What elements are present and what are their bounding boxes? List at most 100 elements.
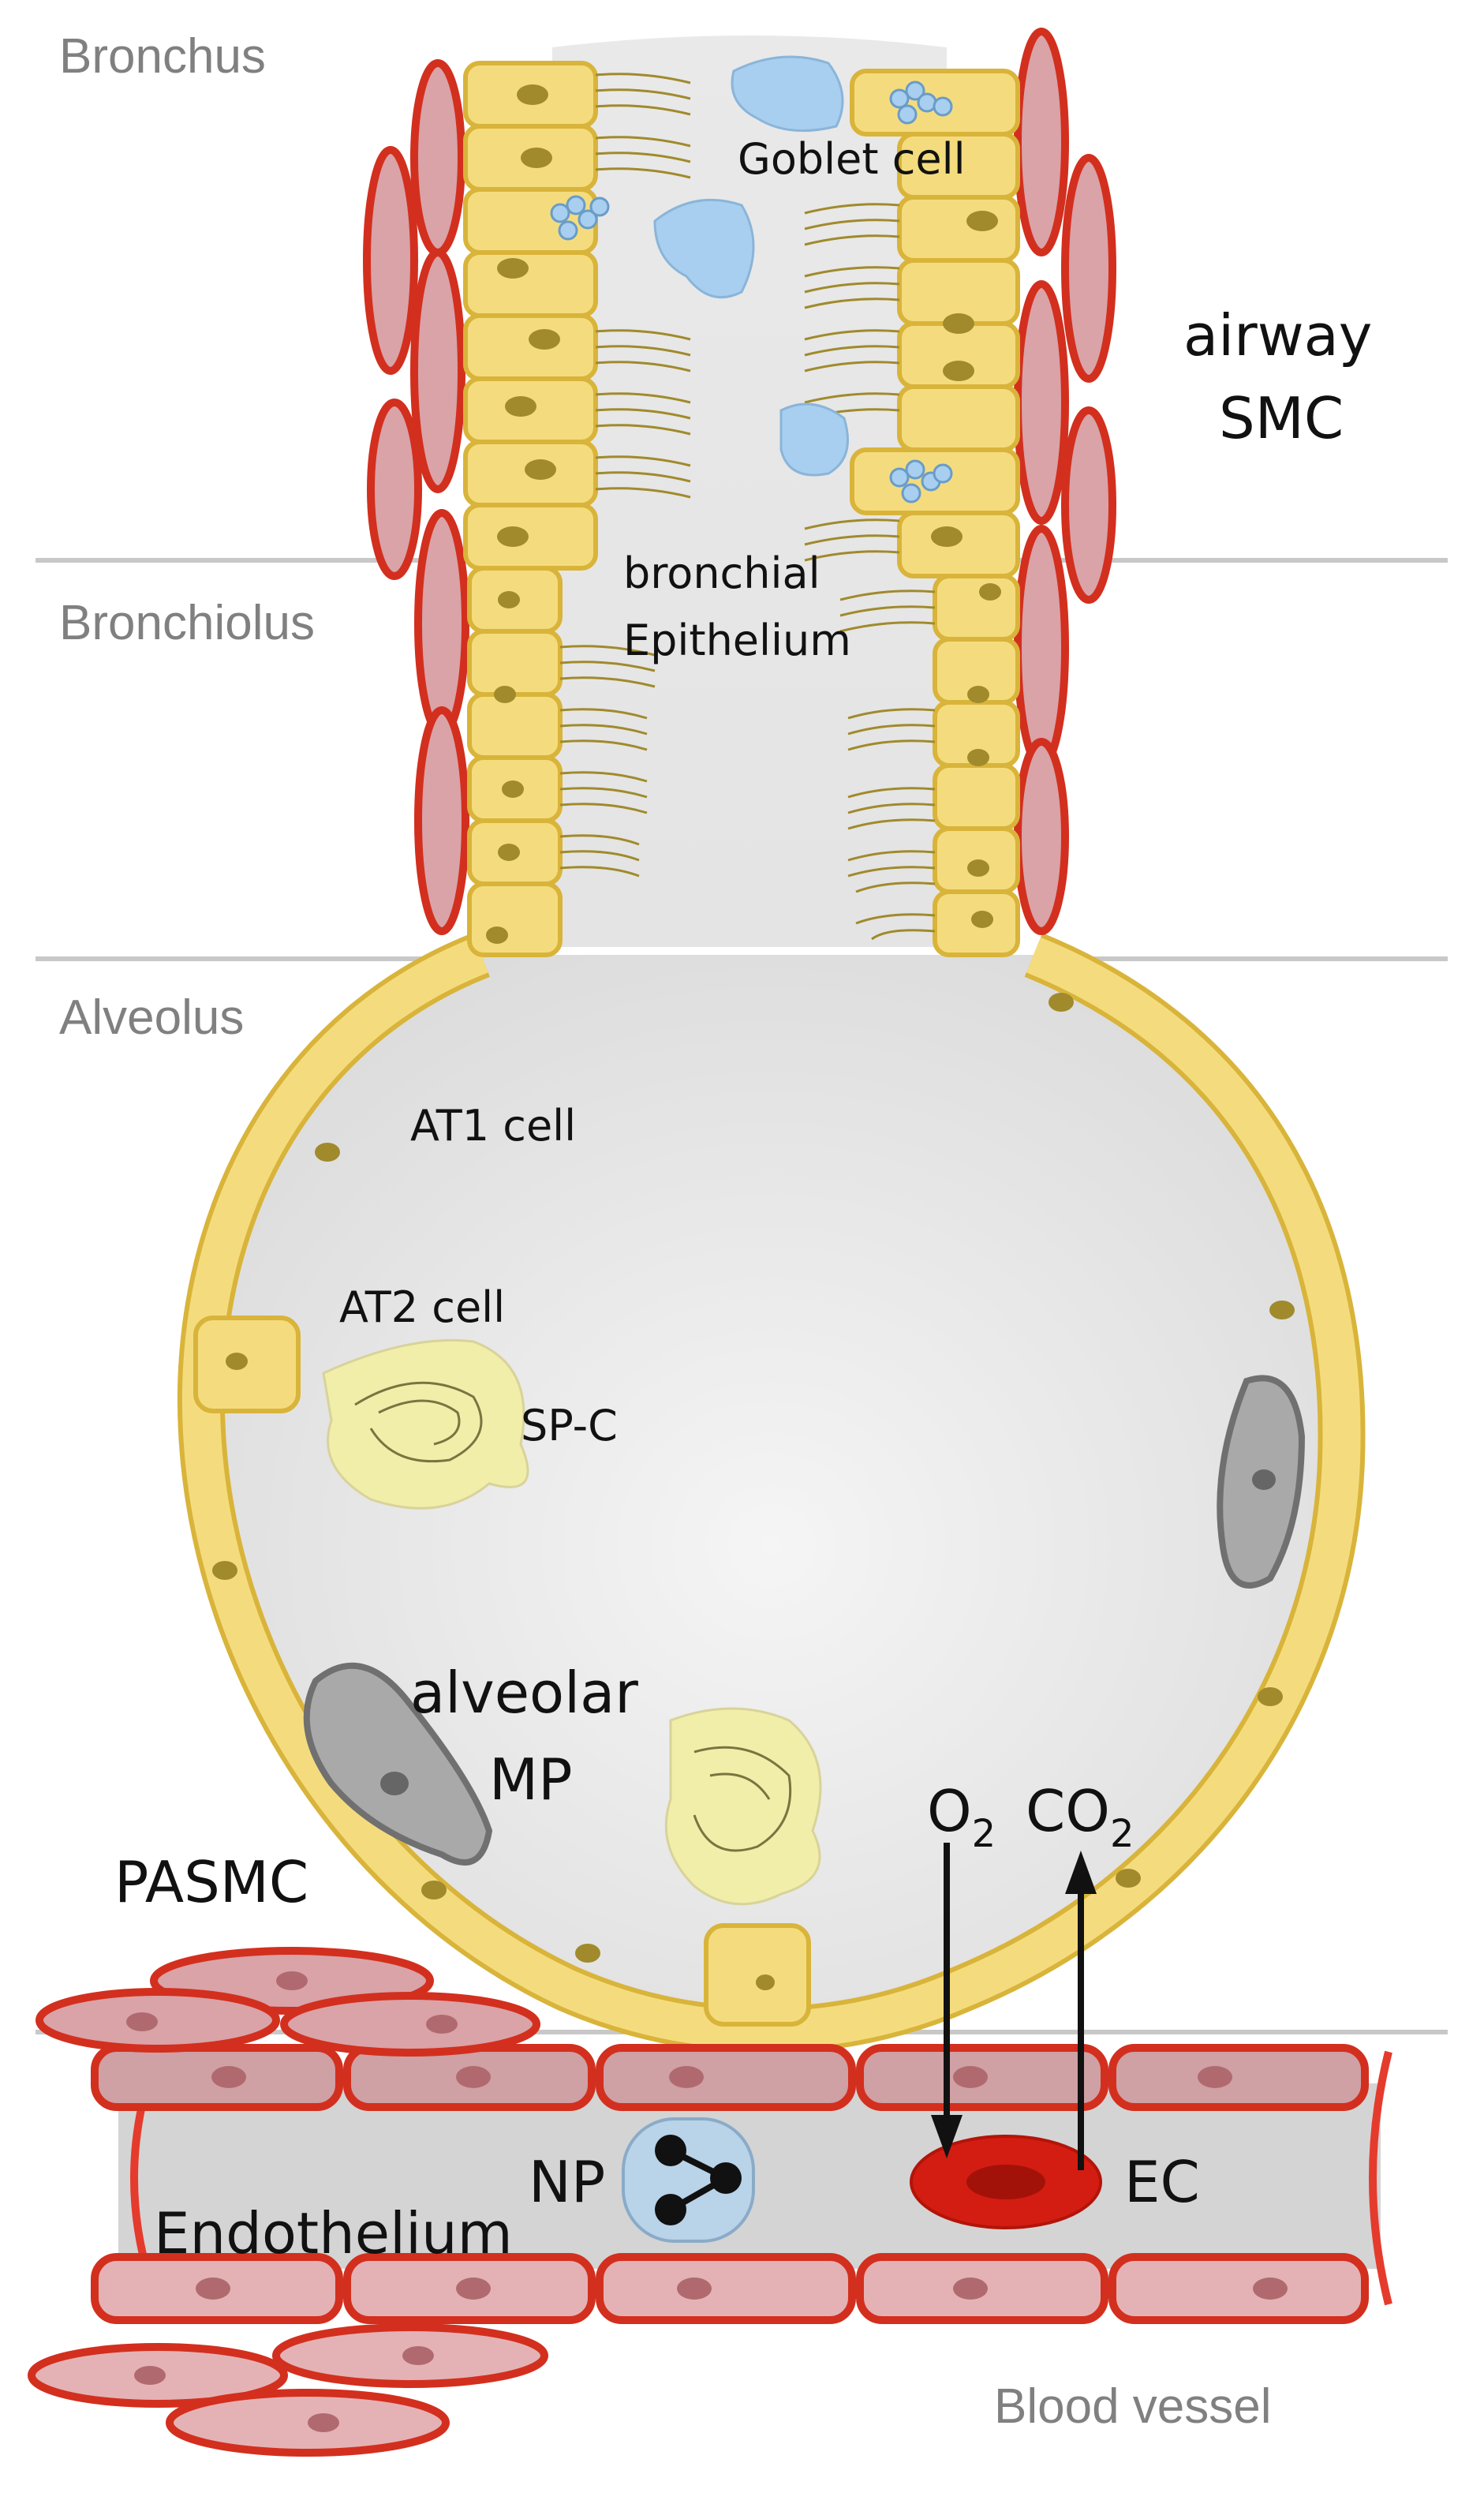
neutrophil-link — [669, 2147, 727, 2181]
endothelium-label: Endothelium — [154, 2200, 513, 2266]
granule — [889, 88, 910, 109]
endothelial-cell — [1108, 2253, 1369, 2324]
granule — [558, 220, 578, 241]
endothelial-nucleus — [211, 2066, 246, 2088]
pasmc-nucleus — [126, 2012, 158, 2031]
epithelial-nucleus — [967, 859, 989, 877]
surfactant-lamellae — [354, 1381, 483, 1463]
at2-cell-bottom — [704, 1923, 811, 2027]
airway-smc-cell — [363, 146, 418, 375]
alveolar-mp-label-line2: MP — [489, 1746, 573, 1813]
granule — [905, 80, 925, 101]
granule — [933, 96, 953, 117]
macrophage-nucleus — [1252, 1469, 1276, 1490]
epithelial-nucleus — [529, 329, 560, 350]
alveolar-macrophages — [303, 1375, 1306, 1866]
airway-smc-cell — [414, 509, 469, 738]
co2-arrowhead — [1065, 1851, 1097, 1894]
cilia — [595, 392, 691, 436]
pasmc-nuclei — [126, 1971, 458, 2432]
epithelial-cell — [933, 574, 1020, 642]
endothelial-cell — [1108, 2044, 1369, 2111]
epithelial-nucleus — [497, 258, 529, 279]
pasmc-nucleus — [134, 2366, 166, 2385]
endothelial-cell — [596, 2253, 856, 2324]
surfactant-blob — [322, 1338, 529, 1510]
cilia — [595, 455, 691, 499]
epithelium-left — [463, 61, 598, 957]
cilia — [847, 708, 936, 751]
o2-subscript: 2 — [972, 1812, 996, 1856]
epithelial-nucleus — [521, 148, 552, 168]
epithelial-cell — [897, 384, 1020, 452]
epithelial-nucleus — [494, 686, 516, 703]
co2-main: CO — [1026, 1778, 1110, 1844]
co2-label: CO2 — [1026, 1778, 1134, 1856]
epithelial-nucleus — [943, 361, 974, 381]
region-blood-vessel-label: Blood vessel — [994, 2379, 1272, 2434]
endothelial-nucleus — [953, 2278, 988, 2300]
cilia — [559, 834, 640, 878]
airway-smc-cell — [1014, 525, 1069, 769]
pasmc-cell — [280, 1992, 540, 2057]
alveolus-lumen — [200, 955, 1342, 2031]
goblet-cell-label: Goblet cell — [738, 134, 966, 184]
epithelial-cell — [933, 763, 1020, 831]
mucus-blob — [653, 198, 755, 299]
airway-smc-cell — [367, 399, 422, 580]
at1-nucleus — [421, 1881, 447, 1900]
region-alveolus-label: Alveolus — [59, 990, 244, 1045]
endothelial-cell — [596, 2044, 856, 2111]
airway-smc-right — [1014, 28, 1116, 935]
airway-smc-cell — [410, 59, 465, 256]
pasmc-nucleus — [276, 1971, 308, 1990]
pasmc-cell — [36, 1988, 280, 2053]
airway-smc-cell — [1014, 28, 1069, 256]
at1-nucleus — [1269, 1301, 1295, 1319]
airway-smc-label-line2: SMC — [1219, 385, 1344, 451]
at1-nuclei — [212, 993, 1295, 1963]
airway-smc-cell — [1061, 406, 1116, 604]
epithelial-nucleus — [498, 844, 520, 861]
epithelial-nucleus — [967, 749, 989, 766]
epithelial-cell — [467, 692, 563, 760]
mucus — [653, 55, 849, 477]
epithelial-nucleus — [966, 211, 998, 231]
at1-nucleus — [315, 1143, 340, 1162]
endothelial-nucleus — [953, 2066, 988, 2088]
airway-smc-cell — [1014, 738, 1069, 935]
epithelial-cell — [463, 503, 598, 571]
o2-main: O — [927, 1778, 972, 1844]
pasmc-nucleus — [402, 2346, 434, 2365]
granule — [917, 92, 937, 113]
macrophage — [303, 1662, 493, 1866]
epithelial-nucleus — [502, 780, 524, 798]
erythrocyte-center — [966, 2165, 1045, 2199]
cilia — [595, 136, 691, 179]
endothelial-nucleus — [456, 2278, 491, 2300]
granule — [589, 197, 610, 217]
erythrocyte — [910, 2135, 1102, 2229]
at1-nucleus — [1049, 993, 1074, 1012]
surfactant-lamellae-bottom — [693, 1746, 792, 1852]
vessel-right-edge — [1369, 2050, 1392, 2306]
epithelial-nucleus — [498, 591, 520, 608]
airway-smc-left — [363, 59, 469, 935]
cilia-right — [804, 203, 936, 941]
pasmc-nucleus — [308, 2413, 339, 2432]
cilia — [847, 787, 936, 830]
sp-c-label: SP-C — [521, 1401, 618, 1450]
granule — [905, 459, 925, 480]
np-label: NP — [529, 2149, 605, 2215]
at1-cell-label: AT1 cell — [410, 1101, 576, 1151]
epithelial-nuclei — [486, 84, 1001, 944]
cilia-left — [559, 73, 691, 878]
endothelial-nucleus — [1253, 2278, 1288, 2300]
cilia — [559, 708, 648, 751]
at1-nucleus — [1258, 1687, 1283, 1706]
airway-smc-cell — [1061, 154, 1116, 383]
mucus-blob — [779, 402, 849, 477]
epithelial-nucleus — [505, 396, 536, 417]
cilia — [804, 518, 900, 562]
